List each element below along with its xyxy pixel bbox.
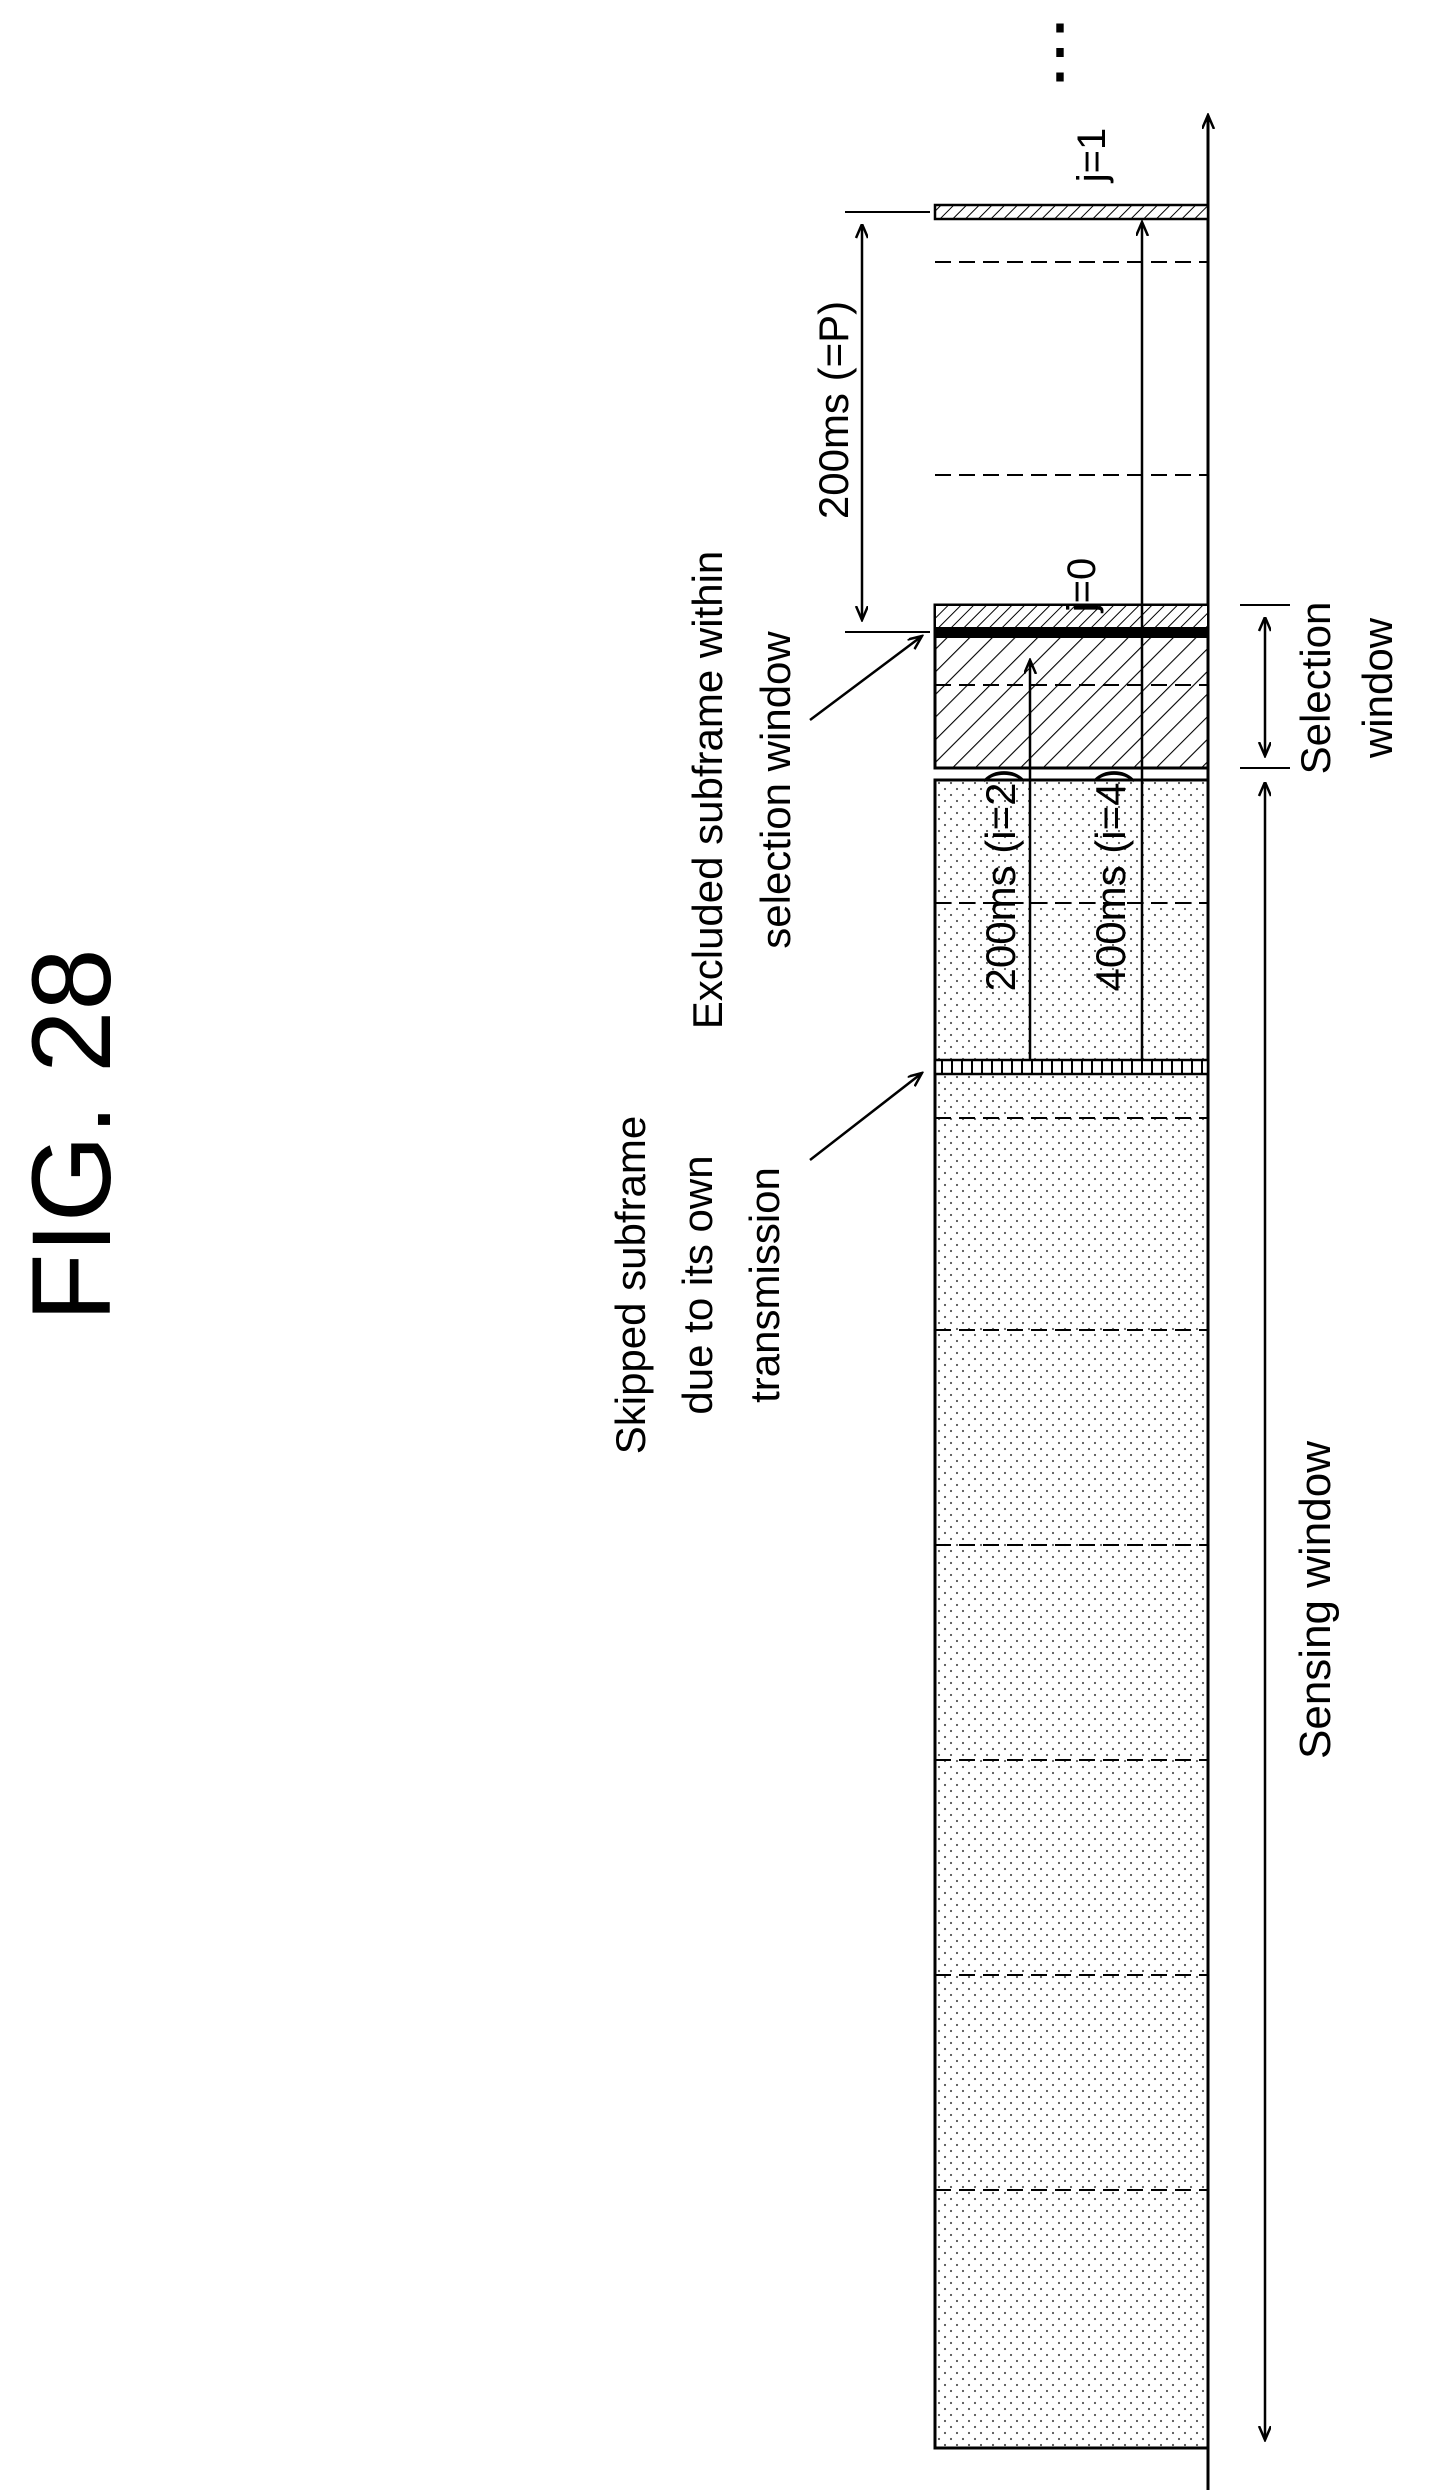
period-subframe-dividers bbox=[935, 262, 1208, 475]
label-period: 200ms (=P) bbox=[810, 301, 857, 519]
label-j1: j=1 bbox=[1070, 128, 1114, 184]
label-selection-line1: Selection bbox=[1292, 602, 1339, 775]
label-skipped-line1: Skipped subframe bbox=[607, 1116, 654, 1455]
label-selection-line2: window bbox=[1354, 617, 1401, 759]
label-400ms-i4: 400ms (i=4) bbox=[1087, 769, 1134, 992]
label-excluded-line1: Excluded subframe within bbox=[684, 551, 731, 1030]
excluded-pointer-arrow bbox=[810, 636, 922, 720]
label-skipped-line2: due to its own bbox=[674, 1155, 721, 1414]
excluded-subframe-bar bbox=[935, 628, 1208, 638]
label-excluded-line2: selection window bbox=[752, 631, 799, 949]
reserved-resource-j1 bbox=[935, 205, 1208, 219]
label-skipped-line3: transmission bbox=[741, 1167, 788, 1403]
label-200ms-i2: 200ms (i=2) bbox=[977, 769, 1024, 992]
figure-title: FIG. 28 bbox=[9, 948, 134, 1321]
label-sensing-window: Sensing window bbox=[1291, 1441, 1340, 1759]
skipped-subframe bbox=[935, 1060, 1208, 1074]
label-j0: j=0 bbox=[1060, 558, 1104, 614]
continuation-ellipsis: ⋮ bbox=[1024, 11, 1096, 91]
skipped-pointer-arrow bbox=[810, 1073, 922, 1160]
sensing-window-block bbox=[935, 780, 1208, 2448]
